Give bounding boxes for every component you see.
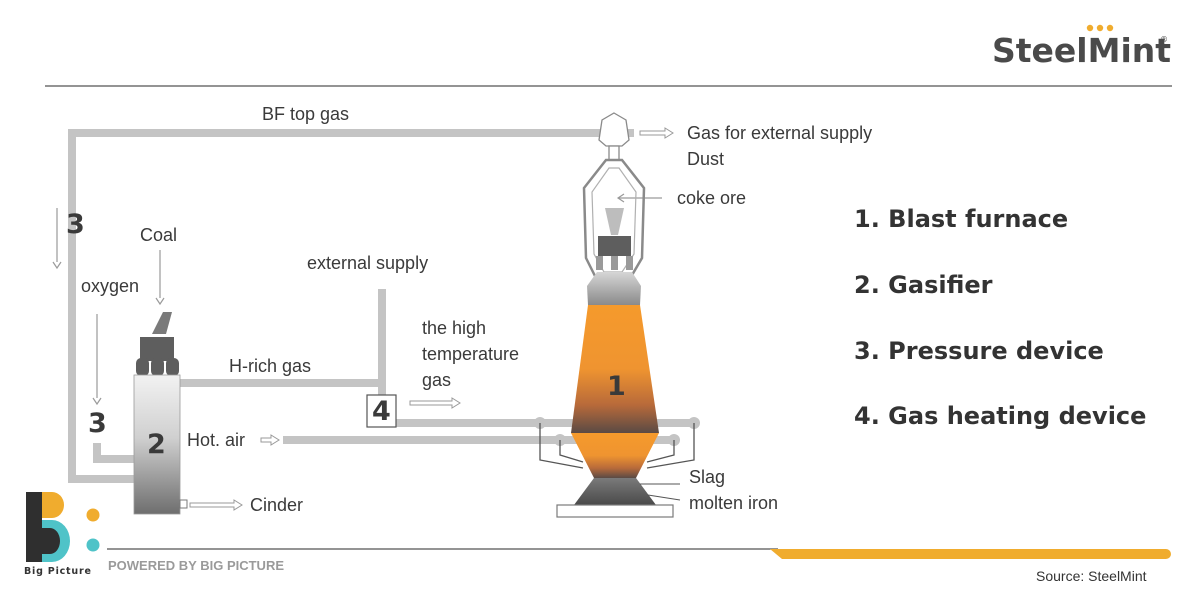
left-arrow-icon <box>616 193 625 203</box>
bell-icon <box>598 236 631 256</box>
registered-mark: ® <box>1160 35 1168 44</box>
pipes <box>68 129 700 483</box>
gasifier-vessel <box>133 374 181 515</box>
logo-name: Big Picture <box>24 566 92 577</box>
label-molten-iron: molten iron <box>689 493 778 513</box>
furnace-number: 1 <box>607 371 626 402</box>
label-coke-ore: coke ore <box>677 188 746 208</box>
footer: Big Picture POWERED BY BIG PICTURE Sourc… <box>24 492 1171 584</box>
blast-furnace: 1 <box>539 112 695 518</box>
legend-item-gasifier: 2. Gasifier <box>854 271 993 299</box>
accent-bar <box>770 549 1171 559</box>
furnace-hearth <box>574 478 656 505</box>
legend-item-blast-furnace: 1. Blast furnace <box>854 205 1068 233</box>
brand-name: SteelMint <box>992 31 1171 70</box>
label-hot-air: Hot. air <box>187 430 245 450</box>
furnace-base <box>556 504 674 518</box>
legend-item-pressure-device: 3. Pressure device <box>854 337 1104 365</box>
down-arrow-icon <box>52 261 62 270</box>
top-gas-outlet <box>598 112 630 147</box>
label-high-temp-line3: gas <box>422 370 451 390</box>
down-arrow-icon <box>92 397 102 406</box>
right-arrow-icon <box>189 499 243 511</box>
right-arrow-icon <box>639 127 674 139</box>
label-oxygen: oxygen <box>81 276 139 296</box>
cinder-outlet <box>179 499 188 509</box>
logo-dot-icon <box>1106 24 1114 32</box>
logo-dot-icon <box>1086 24 1094 32</box>
label-cinder: Cinder <box>250 495 303 515</box>
label-bf-top-gas: BF top gas <box>262 104 349 124</box>
gas-heating-device: 4 <box>366 394 397 428</box>
label-external-supply: external supply <box>307 253 428 273</box>
bf-top-gas-pipe <box>68 129 634 483</box>
logo-dot-icon <box>86 538 100 552</box>
heater-number: 4 <box>372 396 391 427</box>
steelmint-logo: SteelMint ® <box>992 24 1171 70</box>
gasifier-feeder <box>140 337 174 361</box>
source-note: Source: SteelMint <box>1036 568 1147 584</box>
label-high-temp-line2: temperature <box>422 344 519 364</box>
pressure-device-number-top: 3 <box>66 209 85 240</box>
coal-hopper-icon <box>152 312 172 334</box>
logo-dot-icon <box>86 508 100 522</box>
label-high-temp-line1: the high <box>422 318 486 338</box>
charging-hopper-icon <box>605 208 624 235</box>
legend-item-gas-heating-device: 4. Gas heating device <box>854 402 1146 430</box>
down-arrow-icon <box>155 297 165 306</box>
label-gas-external-supply: Gas for external supply <box>687 123 872 143</box>
label-coal: Coal <box>140 225 177 245</box>
diagram-labels: BF top gas Gas for external supply Dust … <box>81 104 872 515</box>
hollow-arrows <box>189 127 674 511</box>
gasifier-inlet-pipe <box>93 443 134 463</box>
big-picture-logo: Big Picture <box>24 492 100 577</box>
pressure-device-number-bottom: 3 <box>88 408 107 439</box>
legend: 1. Blast furnace 2. Gasifier 3. Pressure… <box>854 205 1146 430</box>
label-slag: Slag <box>689 467 725 487</box>
label-h-rich-gas: H-rich gas <box>229 356 311 376</box>
furnace-stack <box>571 305 659 433</box>
right-arrow-icon <box>260 434 280 446</box>
logo-dot-icon <box>1096 24 1104 32</box>
gasifier: 2 <box>133 312 188 515</box>
powered-by: POWERED BY BIG PICTURE <box>108 558 284 573</box>
right-arrow-icon <box>409 397 461 409</box>
gasifier-number: 2 <box>147 429 166 460</box>
label-dust: Dust <box>687 149 724 169</box>
